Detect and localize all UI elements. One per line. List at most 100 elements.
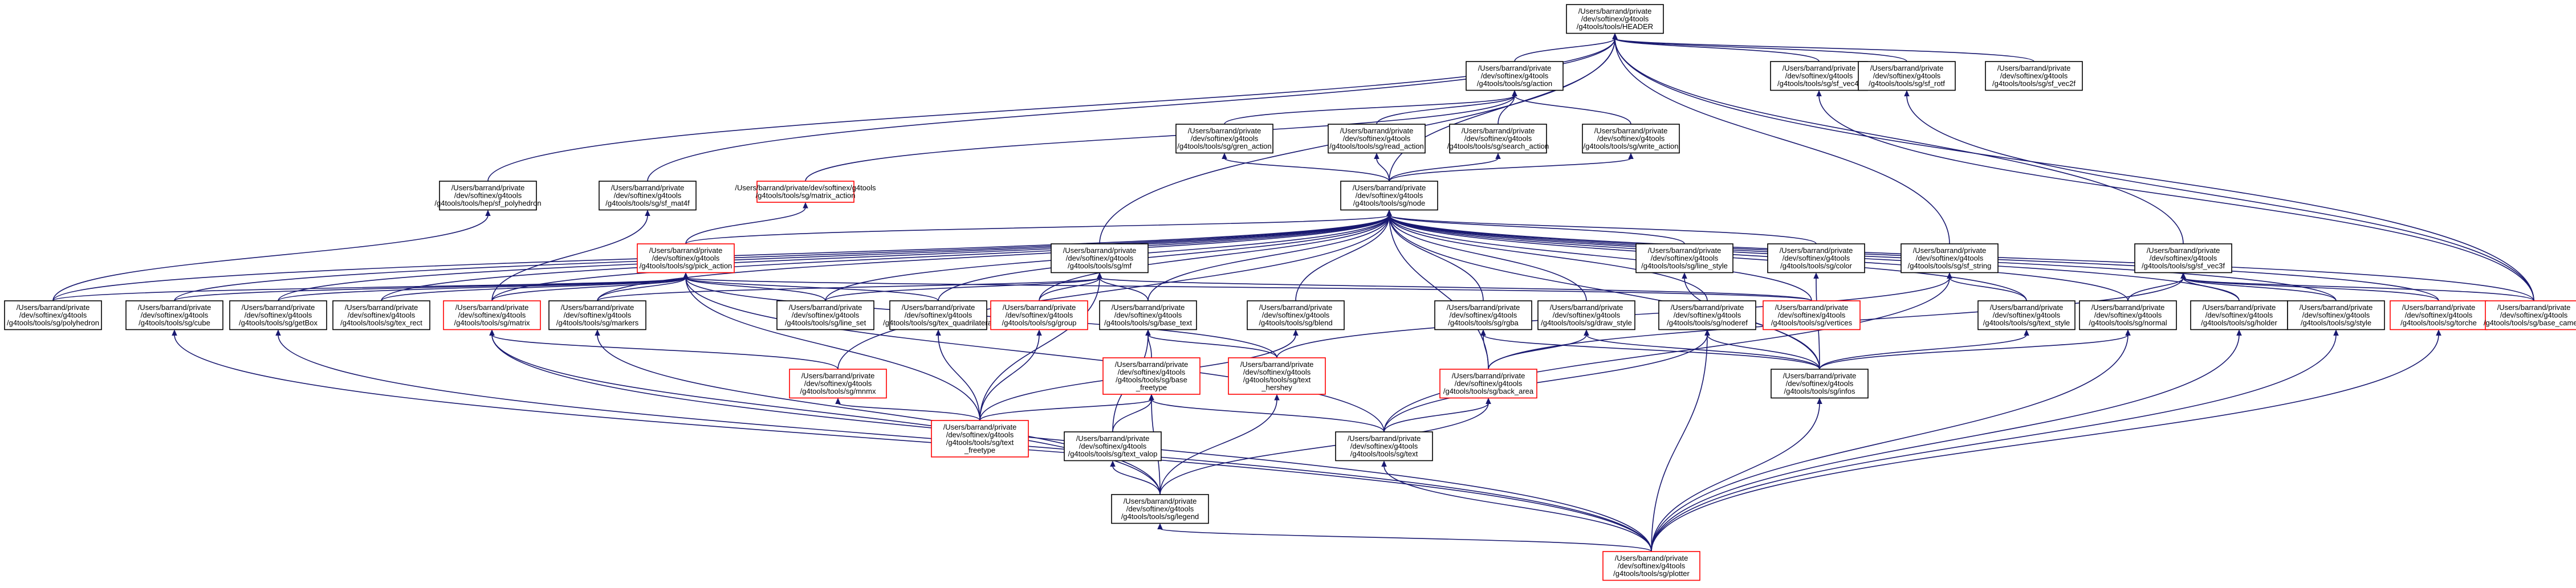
node-sg-mnmx[interactable]: /Users/barrand/private/dev/softinex/g4to… bbox=[789, 369, 887, 399]
node-label-line: /Users/barrand/private bbox=[1076, 434, 1150, 443]
node-sg-search-action[interactable]: /Users/barrand/private/dev/softinex/g4to… bbox=[1447, 124, 1549, 154]
node-sg-infos[interactable]: /Users/barrand/private/dev/softinex/g4to… bbox=[1771, 369, 1869, 399]
node-sg-draw-style[interactable]: /Users/barrand/private/dev/softinex/g4to… bbox=[1537, 300, 1635, 330]
node-label-line: /g4tools/tools/sg/holder bbox=[2201, 318, 2277, 327]
node-sg-base-text[interactable]: /Users/barrand/private/dev/softinex/g4to… bbox=[1099, 300, 1197, 330]
node-label-line: /g4tools/tools/sg/text bbox=[1243, 375, 1311, 384]
node-label-line: /Users/barrand/private bbox=[1648, 246, 1722, 255]
edge-sg-mf-to-sg-text-freetype bbox=[979, 272, 1102, 421]
node-sg-color[interactable]: /Users/barrand/private/dev/softinex/g4to… bbox=[1767, 243, 1865, 273]
node-box bbox=[1582, 124, 1680, 154]
node-sg-write-action[interactable]: /Users/barrand/private/dev/softinex/g4to… bbox=[1582, 124, 1680, 154]
node-sg-vec2f[interactable]: /Users/barrand/private/dev/softinex/g4to… bbox=[1985, 61, 2083, 91]
node-sg-sf-vec3f[interactable]: /Users/barrand/private/dev/softinex/g4to… bbox=[2134, 243, 2232, 273]
node-label-line: /g4tools/tools/sg/mf bbox=[1068, 262, 1132, 270]
node-sg-base-freetype[interactable]: /Users/barrand/private/dev/softinex/g4to… bbox=[1102, 357, 1200, 395]
node-sg-polyhedron[interactable]: /Users/barrand/private/dev/softinex/g4to… bbox=[4, 300, 102, 330]
node-sg-line-style[interactable]: /Users/barrand/private/dev/softinex/g4to… bbox=[1635, 243, 1733, 273]
node-label-line: /Users/barrand/private bbox=[242, 303, 315, 312]
node-sg-markers[interactable]: /Users/barrand/private/dev/softinex/g4to… bbox=[548, 300, 646, 330]
edge-sg-vec4f-to-sg-base-camera bbox=[1816, 90, 2534, 301]
edge-line bbox=[685, 214, 1390, 244]
node-sg-tex-quadrilateral[interactable]: /Users/barrand/private/dev/softinex/g4to… bbox=[883, 300, 994, 330]
edge-line bbox=[805, 95, 1515, 182]
node-sg-holder[interactable]: /Users/barrand/private/dev/softinex/g4to… bbox=[2190, 300, 2288, 330]
node-sg-legend[interactable]: /Users/barrand/private/dev/softinex/g4to… bbox=[1111, 494, 1209, 524]
node-sg-vec4f[interactable]: /Users/barrand/private/dev/softinex/g4to… bbox=[1770, 61, 1868, 91]
node-label-line: /dev/softinex/g4tools bbox=[2205, 311, 2273, 320]
node-sg-line-set[interactable]: /Users/barrand/private/dev/softinex/g4to… bbox=[776, 300, 874, 330]
node-sg-text-valop[interactable]: /Users/barrand/private/dev/softinex/g4to… bbox=[1064, 431, 1162, 462]
node-sg-base-camera[interactable]: /Users/barrand/private/dev/softinex/g4to… bbox=[2484, 300, 2576, 330]
node-label-line: /Users/barrand/private bbox=[1447, 303, 1520, 312]
node-sg-getBox[interactable]: /Users/barrand/private/dev/softinex/g4to… bbox=[229, 300, 327, 330]
node-sg-pick-action[interactable]: /Users/barrand/private/dev/softinex/g4to… bbox=[637, 243, 735, 273]
node-box bbox=[889, 300, 987, 330]
arrowhead bbox=[1512, 90, 1517, 96]
node-label-line: /g4tools/tools/sg/mnmx bbox=[800, 387, 876, 395]
node-label-line: /g4tools/tools/sg/search_action bbox=[1447, 142, 1549, 150]
node-sg-mat4f[interactable]: /Users/barrand/private/dev/softinex/g4to… bbox=[599, 181, 697, 211]
edge-HEADER-to-sg-sf-string bbox=[1612, 33, 1950, 244]
node-label-line: /g4tools/tools/sg/getBox bbox=[239, 318, 318, 327]
edge-line bbox=[2183, 277, 2534, 301]
node-sg-rgba[interactable]: /Users/barrand/private/dev/softinex/g4to… bbox=[1434, 300, 1532, 330]
node-sg-plotter[interactable]: /Users/barrand/private/dev/softinex/g4to… bbox=[1602, 551, 1700, 581]
node-sg-mf[interactable]: /Users/barrand/private/dev/softinex/g4to… bbox=[1051, 243, 1149, 273]
node-hep-polyhedron[interactable]: /Users/barrand/private/dev/softinex/g4to… bbox=[434, 181, 542, 211]
node-sg-group[interactable]: /Users/barrand/private/dev/softinex/g4to… bbox=[990, 300, 1088, 330]
node-sg-normal[interactable]: /Users/barrand/private/dev/softinex/g4to… bbox=[2079, 300, 2177, 330]
edge-sg-base-text-to-sg-text-hershey bbox=[1145, 329, 1277, 358]
node-sg-action[interactable]: /Users/barrand/private/dev/softinex/g4to… bbox=[1466, 61, 1564, 91]
node-label-line: /Users/barrand/private bbox=[902, 303, 975, 312]
edge-line bbox=[1906, 95, 2534, 301]
node-sg-matrix[interactable]: /Users/barrand/private/dev/softinex/g4to… bbox=[443, 300, 541, 330]
node-sg-node[interactable]: /Users/barrand/private/dev/softinex/g4to… bbox=[1340, 181, 1438, 211]
node-box bbox=[4, 300, 102, 330]
edge-sg-mf-to-sg-base-text bbox=[1097, 272, 1149, 301]
node-sg-read-action[interactable]: /Users/barrand/private/dev/softinex/g4to… bbox=[1328, 124, 1426, 154]
node-sg-text-hershey[interactable]: /Users/barrand/private/dev/softinex/g4to… bbox=[1228, 357, 1326, 395]
node-label-line: /dev/softinex/g4tools bbox=[1006, 311, 1073, 320]
node-sg-text-style[interactable]: /Users/barrand/private/dev/softinex/g4to… bbox=[1977, 300, 2076, 330]
node-box bbox=[1566, 4, 1664, 34]
node-sg-back-area[interactable]: /Users/barrand/private/dev/softinex/g4to… bbox=[1439, 369, 1537, 399]
node-label-line: /g4tools/tools/sg/base bbox=[1116, 375, 1187, 384]
node-label-line: /Users/barrand/private bbox=[649, 246, 723, 255]
node-box bbox=[2134, 243, 2232, 273]
edge-line bbox=[1389, 214, 1685, 244]
node-sg-cube[interactable]: /Users/barrand/private/dev/softinex/g4to… bbox=[125, 300, 223, 330]
node-sg-blend[interactable]: /Users/barrand/private/dev/softinex/g4to… bbox=[1247, 300, 1345, 330]
node-sg-gren-action[interactable]: /Users/barrand/private/dev/softinex/g4to… bbox=[1175, 124, 1273, 154]
node-label-line: /g4tools/tools/sg/back_area bbox=[1443, 387, 1534, 395]
edge-line bbox=[1586, 334, 1820, 370]
node-label-line: /dev/softinex/g4tools bbox=[614, 191, 682, 200]
edge-line bbox=[1389, 215, 1587, 301]
edge-sg-cube-to-sg-plotter bbox=[172, 329, 1652, 552]
edge-line bbox=[1819, 334, 2129, 370]
node-sg-vertices[interactable]: /Users/barrand/private/dev/softinex/g4to… bbox=[1763, 300, 1861, 330]
node-label-line: /g4tools/tools/sg/style bbox=[2301, 318, 2371, 327]
edge-line bbox=[938, 334, 980, 421]
node-label-line: /Users/barrand/private bbox=[611, 183, 685, 192]
node-sg-text-freetype[interactable]: /Users/barrand/private/dev/softinex/g4to… bbox=[931, 420, 1029, 458]
edge-line bbox=[381, 215, 1390, 301]
node-sg-style[interactable]: /Users/barrand/private/dev/softinex/g4to… bbox=[2287, 300, 2385, 330]
node-sg-text[interactable]: /Users/barrand/private/dev/softinex/g4to… bbox=[1335, 431, 1433, 462]
edge-line bbox=[938, 215, 1390, 301]
node-sg-tex-rect[interactable]: /Users/barrand/private/dev/softinex/g4to… bbox=[332, 300, 430, 330]
node-sg-sf-string[interactable]: /Users/barrand/private/dev/softinex/g4to… bbox=[1901, 243, 1999, 273]
arrowhead bbox=[1110, 460, 1116, 467]
edge-line bbox=[1147, 215, 1390, 301]
node-sg-torche[interactable]: /Users/barrand/private/dev/softinex/g4to… bbox=[2390, 300, 2488, 330]
node-sg-noderef[interactable]: /Users/barrand/private/dev/softinex/g4to… bbox=[1658, 300, 1756, 330]
node-box bbox=[756, 181, 854, 203]
edge-sg-action-to-sg-gren-action bbox=[1224, 90, 1517, 125]
node-HEADER[interactable]: /Users/barrand/private/dev/softinex/g4to… bbox=[1566, 4, 1664, 34]
edge-line bbox=[597, 277, 1100, 301]
edge-sg-action-to-sg-write-action bbox=[1512, 90, 1631, 125]
node-sg-matrix-action[interactable]: /Users/barrand/private/dev/softinex/g4to… bbox=[735, 181, 876, 203]
node-label-line: /Users/barrand/private bbox=[1671, 303, 1744, 312]
node-sg-rotf[interactable]: /Users/barrand/private/dev/softinex/g4to… bbox=[1858, 61, 1956, 91]
edge-sg-torche-to-sg-plotter bbox=[1651, 329, 2441, 552]
